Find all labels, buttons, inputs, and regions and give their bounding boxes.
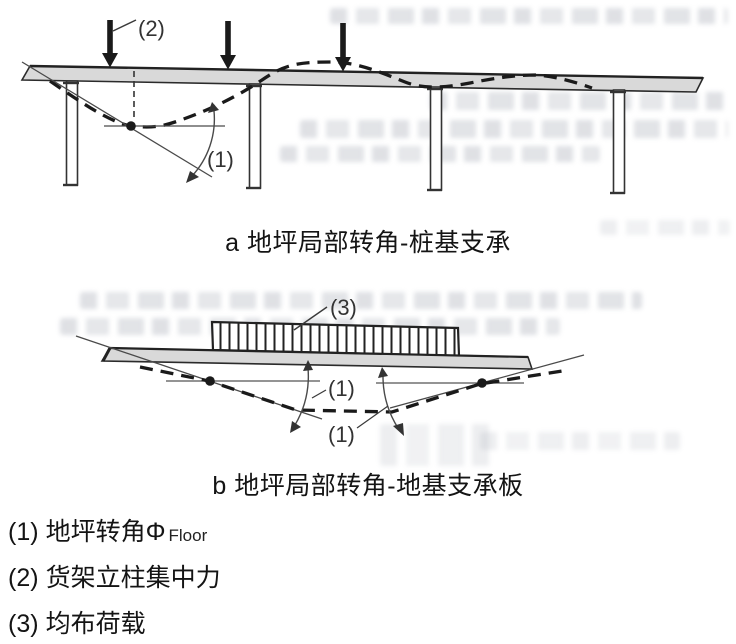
legend-marker: (2) (8, 564, 39, 592)
load-label: (3) (330, 295, 357, 320)
pile-4 (610, 89, 626, 195)
angle-arc-left (294, 367, 310, 426)
legend-subscript: Floor (168, 526, 208, 545)
arc-arrowhead-bottom (186, 171, 199, 183)
pile-2 (246, 83, 262, 190)
tangent-line-left (75, 335, 323, 420)
legend-text: 地坪转角Φ (45, 518, 166, 546)
pile-1 (63, 80, 79, 187)
rotation-point-left (205, 376, 215, 386)
angle-label-right: (1) (328, 422, 355, 447)
slab-top-edge (29, 64, 704, 80)
slab-left-edge (101, 347, 112, 362)
tangent-line (21, 61, 213, 178)
scan-bleed-artifact (480, 432, 680, 450)
scan-bleed-artifact (600, 220, 730, 235)
figure-b-diagram: (3) (1) (1) (75, 295, 585, 447)
angle-arc-right (382, 374, 399, 429)
rack-load-arrow-2 (220, 21, 236, 70)
arc-left-arrowhead-bottom (290, 421, 301, 433)
floor-slab (20, 65, 705, 93)
arc-left-arrowhead-top (303, 360, 313, 371)
angle-right-leader (356, 405, 389, 429)
rotation-point (126, 121, 136, 131)
load-label: (2) (138, 16, 165, 41)
rack-load-arrow-1 (102, 20, 118, 68)
arc-arrowhead-top (208, 102, 219, 113)
figure-a-caption: a 地坪局部转角-桩基支承 (225, 229, 511, 257)
legend-text: 均布荷载 (45, 610, 146, 638)
deflection-profile (139, 365, 563, 414)
angle-left-leader (311, 389, 327, 399)
arc-right-arrowhead-bottom (393, 423, 404, 436)
legend-marker: (1) (8, 518, 39, 546)
scan-bleed-artifact (80, 292, 642, 309)
pile-3 (427, 86, 443, 192)
deflection-curve (49, 60, 593, 129)
load-label-leader (112, 19, 137, 32)
arc-right-arrowhead-top (378, 367, 388, 378)
figure-a-diagram: (2) (1) (20, 16, 705, 195)
legend-text: 货架立柱集中力 (45, 564, 221, 592)
load-label-leader (293, 306, 328, 331)
scan-bleed-artifact (430, 92, 728, 110)
slab-top-edge (109, 346, 529, 359)
angle-arc (191, 110, 216, 177)
legend-item-2: (2)货架立柱集中力 (8, 558, 221, 594)
angle-label: (1) (207, 147, 234, 172)
legend-item-3: (3)均布荷载 (8, 604, 146, 640)
scan-bleed-artifact (330, 8, 728, 24)
figure-b-caption: b 地坪局部转角-地基支承板 (212, 472, 524, 500)
angle-label-left: (1) (328, 376, 355, 401)
legend-marker: (3) (8, 610, 39, 638)
rotation-point-right (477, 378, 487, 388)
